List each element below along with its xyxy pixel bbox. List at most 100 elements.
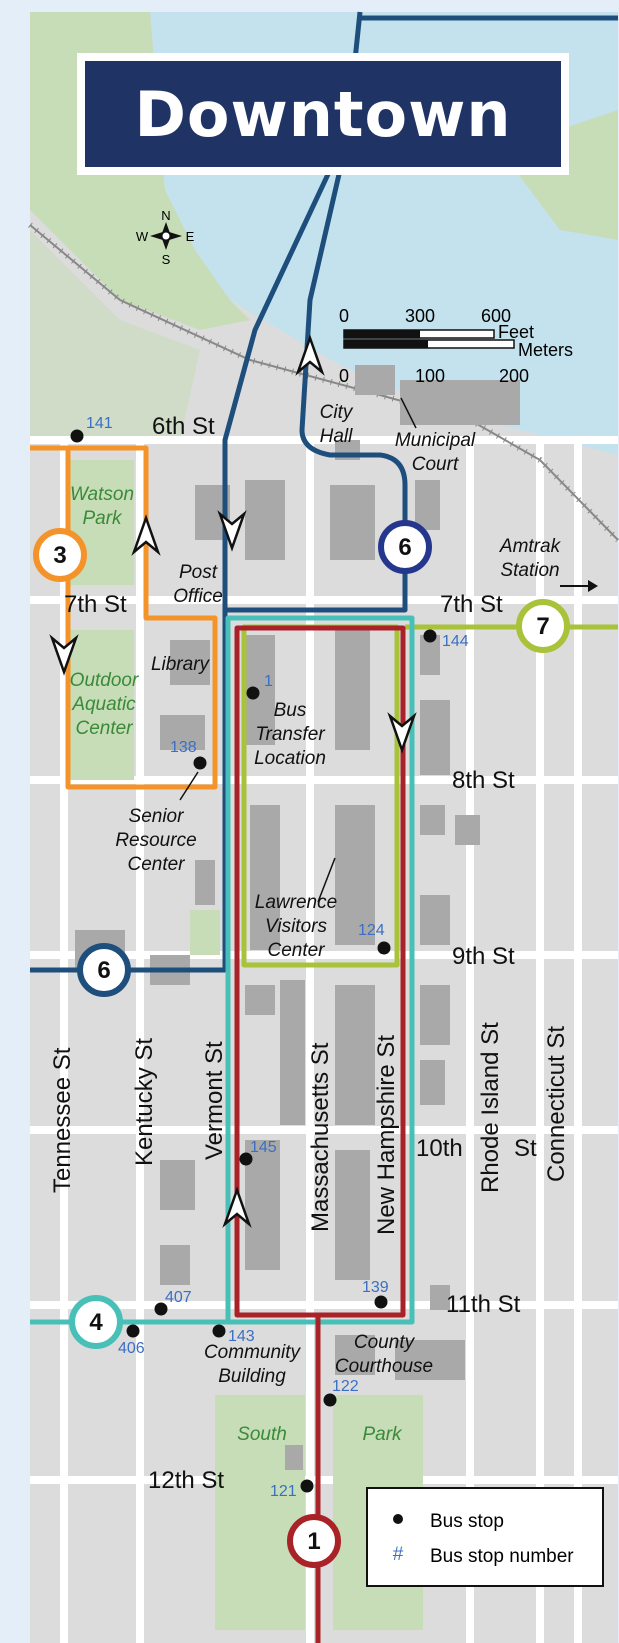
stop-number-138: 138 xyxy=(170,739,197,756)
route-number-1: 1 xyxy=(307,1528,320,1555)
park-labels: Watson Park Outdoor Aquatic Center South… xyxy=(70,484,403,1445)
street-9th: 9th St xyxy=(452,943,515,970)
street-rhode-island: Rhode Island St xyxy=(477,1022,504,1193)
bus-stop-141[interactable] xyxy=(70,429,84,443)
stop-number-139: 139 xyxy=(362,1279,389,1296)
scale-meters-0: 0 xyxy=(339,366,349,386)
route-marker-7[interactable]: 7 xyxy=(516,599,570,653)
compass-w: W xyxy=(136,229,149,244)
route-number-4: 4 xyxy=(89,1309,103,1336)
buildings xyxy=(75,365,520,1470)
route-marker-3[interactable]: 3 xyxy=(33,528,87,582)
scale-meters-label: Meters xyxy=(518,340,573,360)
bus-stop-139[interactable] xyxy=(374,1295,388,1309)
label-library: Library xyxy=(151,654,211,675)
route-3-path xyxy=(30,445,218,790)
label-senior-center-3: Center xyxy=(127,854,185,875)
street-labels: 6th St 7th St 7th St 8th St 9th St 10th … xyxy=(49,413,570,1494)
street-massachusetts: Massachusetts St xyxy=(307,1042,334,1232)
street-vermont: Vermont St xyxy=(201,1041,228,1160)
arrow-south-icon xyxy=(387,712,417,754)
route-marker-6-west[interactable]: 6 xyxy=(77,943,131,997)
stop-numbers: 141 1 144 138 124 145 139 407 406 143 12… xyxy=(86,415,469,1500)
scale-meters-200: 200 xyxy=(499,366,529,386)
street-10th: 10th xyxy=(416,1135,463,1162)
route-number-6-north: 6 xyxy=(398,534,411,561)
street-6th: 6th St xyxy=(152,413,215,440)
label-bus-transfer-3: Location xyxy=(254,748,326,769)
label-community-building-1: Community xyxy=(204,1342,302,1363)
aquatic-center-area xyxy=(70,630,134,780)
stop-number-141: 141 xyxy=(86,415,113,432)
scale-meters-100: 100 xyxy=(415,366,445,386)
label-post-office-1: Post xyxy=(179,562,218,583)
scale-feet-0: 0 xyxy=(339,306,349,326)
bus-stop-121[interactable] xyxy=(300,1479,314,1493)
street-connecticut: Connecticut St xyxy=(543,1026,570,1182)
arrow-north-icon xyxy=(222,1186,252,1228)
title-panel: Downtown xyxy=(85,61,561,167)
label-watson-park-2: Park xyxy=(82,508,123,529)
compass-n: N xyxy=(161,208,170,223)
street-12th: 12th St xyxy=(148,1467,224,1494)
scale-feet-label: Feet xyxy=(498,322,534,342)
label-city-hall-1: City xyxy=(320,402,354,423)
label-watson-park-1: Watson xyxy=(70,484,134,505)
route-4-path xyxy=(30,615,415,1325)
bus-stop-138[interactable] xyxy=(193,756,207,770)
route-marker-1[interactable]: 1 xyxy=(287,1514,341,1568)
route-number-6-west: 6 xyxy=(97,957,110,984)
legend-stop-label: Bus stop xyxy=(430,1511,504,1532)
map-title: Downtown xyxy=(134,77,512,151)
compass-s: S xyxy=(162,252,171,267)
scale-feet-600: 600 xyxy=(481,306,511,326)
bus-stop-143[interactable] xyxy=(212,1324,226,1338)
bus-stop-1[interactable] xyxy=(246,686,260,700)
label-senior-center-2: Resource xyxy=(115,830,196,851)
bus-stop-122[interactable] xyxy=(323,1393,337,1407)
route-marker-6-north[interactable]: 6 xyxy=(378,520,432,574)
bus-stops xyxy=(70,429,437,1493)
route-marker-4[interactable]: 4 xyxy=(69,1295,123,1349)
route-number-7: 7 xyxy=(536,613,549,640)
label-south-park-1: South xyxy=(237,1424,287,1445)
stop-number-124: 124 xyxy=(358,922,385,939)
label-amtrak-1: Amtrak xyxy=(499,536,562,557)
label-aquatic-center-3: Center xyxy=(75,718,133,739)
label-visitors-center-2: Visitors xyxy=(265,916,327,937)
compass-rose-icon: N S E W xyxy=(136,208,195,267)
map-legend: Bus stop # Bus stop number xyxy=(366,1487,604,1587)
legend-number-label: Bus stop number xyxy=(430,1546,574,1567)
riverbank-green xyxy=(30,230,200,440)
bus-stop-144[interactable] xyxy=(423,629,437,643)
stop-number-145: 145 xyxy=(250,1139,277,1156)
arrow-north-icon xyxy=(295,334,325,376)
stop-number-143: 143 xyxy=(228,1328,255,1345)
bus-stop-145[interactable] xyxy=(239,1152,253,1166)
label-aquatic-center-2: Aquatic xyxy=(71,694,136,715)
label-bus-transfer-2: Transfer xyxy=(255,724,325,745)
arrow-south-icon xyxy=(49,634,79,676)
label-aquatic-center-1: Outdoor xyxy=(70,670,139,691)
street-7th-west: 7th St xyxy=(64,591,127,618)
bus-stop-407[interactable] xyxy=(154,1302,168,1316)
scale-feet-300: 300 xyxy=(405,306,435,326)
street-new-hampshire: New Hampshire St xyxy=(373,1035,400,1235)
road-grid xyxy=(30,436,618,1643)
label-visitors-center-1: Lawrence xyxy=(255,892,337,913)
amtrak-arrowhead-icon xyxy=(588,580,598,592)
arrow-north-icon xyxy=(131,514,161,556)
label-visitors-center-3: Center xyxy=(267,940,325,961)
place-labels: City Hall Municipal Court Amtrak Station… xyxy=(115,402,561,1387)
stop-number-122: 122 xyxy=(332,1378,359,1395)
compass-e: E xyxy=(186,229,195,244)
small-green xyxy=(190,910,220,955)
bus-stop-124[interactable] xyxy=(377,941,391,955)
direction-arrows xyxy=(49,334,417,1228)
stop-number-144: 144 xyxy=(442,633,469,650)
label-municipal-court-2: Court xyxy=(412,454,459,475)
bus-stop-406[interactable] xyxy=(126,1324,140,1338)
leader-lines xyxy=(179,397,417,903)
street-10th-st: St xyxy=(514,1135,537,1162)
